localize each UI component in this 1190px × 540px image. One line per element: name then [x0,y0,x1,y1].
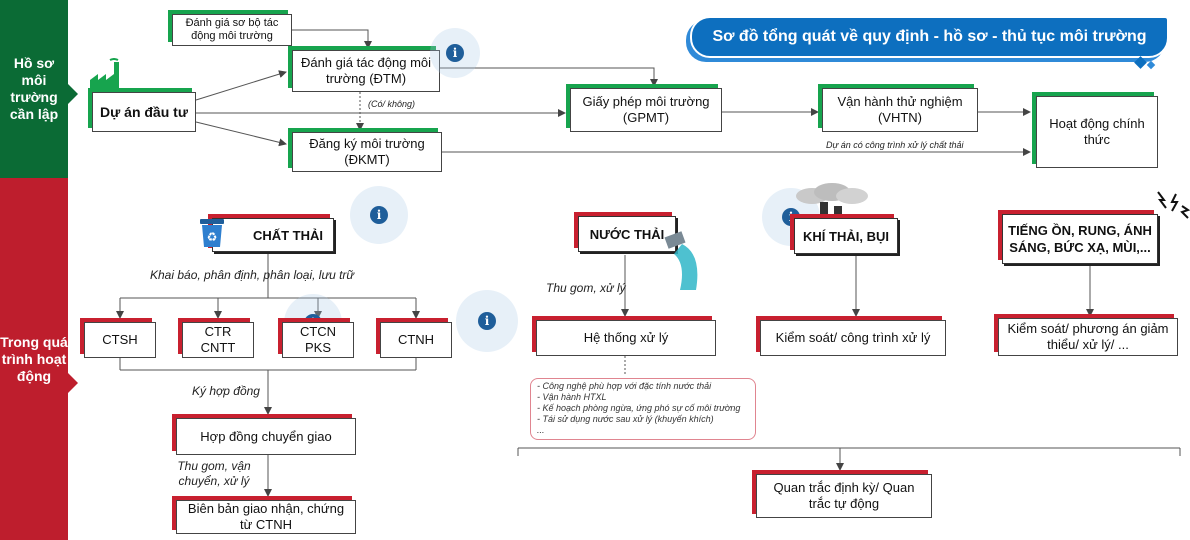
node-he-thong-xu-ly: Hệ thống xử lý [536,320,716,356]
node-hoat-dong: Hoạt động chính thức [1036,96,1158,168]
sound-noise-icon [1157,191,1190,219]
side-arrow-green [68,84,78,104]
node-ctnh-text: CTNH [397,332,435,347]
node-dkmt: Đăng ký môi trường (ĐKMT) [292,132,442,172]
node-gpmt-text: Giấy phép môi trường (GPMT) [582,94,710,125]
header-tieng-on: TIẾNG ỒN, RUNG, ÁNH SÁNG, BỨC XẠ, MÙI,..… [1002,214,1158,264]
node-quan-trac: Quan trắc định kỳ/ Quan trắc tự động [756,474,932,518]
note-item: ... [537,425,545,435]
note-item: - Tái sử dụng nước sau xử lý (khuyến khí… [537,414,714,424]
node-he-thong-xu-ly-text: Hệ thống xử lý [583,330,669,345]
node-kiem-soat-phuong-an-text: Kiểm soát/ phương án giảm thiểu/ xử lý/ … [1007,321,1169,352]
node-danh-gia-so-bo-text: Đánh giá sơ bộ tác động môi trường [185,17,279,42]
node-ctr-cntt: CTR CNTT [182,322,254,358]
side-label-operation-text: Trong quá trình hoạt động [0,333,68,384]
svg-text:♻: ♻ [207,230,218,244]
notes-nuoc-thai: - Công nghệ phù hợp với đặc tính nước th… [530,378,756,440]
chimney-smoke-icon [796,183,868,222]
node-bien-ban: Biên bản giao nhận, chứng từ CTNH [176,500,356,534]
info-icon[interactable]: i [350,186,408,244]
node-hoat-dong-text: Hoạt động chính thức [1049,116,1145,147]
node-ctcn-pks-text: CTCN PKS [299,324,337,355]
node-dtm-text: Đánh giá tác động môi trường (ĐTM) [300,55,432,86]
header-tieng-on-text: TIẾNG ỒN, RUNG, ÁNH SÁNG, BỨC XẠ, MÙI,..… [1008,223,1152,255]
node-ctr-cntt-text: CTR CNTT [200,324,236,355]
header-khi-thai-text: KHÍ THẢI, BỤI [803,228,889,244]
side-label-documents: Hồ sơ môi trường cần lập [0,0,68,178]
info-icon[interactable]: i [430,28,480,78]
label-khai-bao: Khai báo, phân định, phân loại, lưu trữ [150,268,355,282]
node-vhtn-text: Vận hành thử nghiệm (VHTN) [837,94,963,125]
node-ctsh-text: CTSH [102,332,138,347]
node-dkmt-text: Đăng ký môi trường (ĐKMT) [309,136,425,167]
label-ky-hop-dong: Ký hợp đồng [192,384,260,398]
factory-icon [90,58,119,96]
note-item: - Kế hoạch phòng ngừa, ứng phó sự cố môi… [537,403,741,413]
note-item: - Vận hành HTXL [537,392,607,402]
node-gpmt: Giấy phép môi trường (GPMT) [570,88,722,132]
header-nuoc-thai-text: NƯỚC THẢI [589,226,665,242]
side-label-documents-text: Hồ sơ môi trường cần lập [9,55,59,122]
label-du-an-co-cong-trinh: Dự án có công trình xử lý chất thải [826,140,964,150]
node-bien-ban-text: Biên bản giao nhận, chứng từ CTNH [187,501,345,532]
water-pipe-icon [664,231,698,290]
header-chat-thai: CHẤT THẢI [212,218,334,252]
node-du-an-dau-tu: Dự án đầu tư [92,92,196,132]
node-hop-dong: Hợp đồng chuyển giao [176,418,356,455]
info-icon-glyph: i [370,206,388,224]
node-kiem-soat-cong-trinh: Kiểm soát/ công trình xử lý [760,320,946,356]
note-item: - Công nghệ phù hợp với đặc tính nước th… [537,381,712,391]
diagram-title-text: Sơ đồ tổng quát về quy định - hồ sơ - th… [712,28,1147,45]
node-kiem-soat-phuong-an: Kiểm soát/ phương án giảm thiểu/ xử lý/ … [998,318,1178,356]
label-thu-gom-xu-ly: Thu gom, xử lý [546,281,626,295]
node-hop-dong-text: Hợp đồng chuyển giao [200,428,332,444]
label-co-khong: (Có/ không) [368,99,416,109]
header-nuoc-thai: NƯỚC THẢI [578,216,676,252]
diagram-title: Sơ đồ tổng quát về quy định - hồ sơ - th… [690,16,1169,58]
title-diamonds-icon [1134,56,1156,70]
node-kiem-soat-cong-trinh-text: Kiểm soát/ công trình xử lý [775,330,931,345]
node-dtm: Đánh giá tác động môi trường (ĐTM) [292,50,440,92]
node-danh-gia-so-bo: Đánh giá sơ bộ tác động môi trường [172,14,292,46]
info-icon[interactable]: i [456,290,518,352]
side-label-operation: Trong quá trình hoạt động [0,178,68,540]
label-thu-gom-van-chuyen: Thu gom, vận chuyển, xử lý [177,459,251,488]
header-chat-thai-text: CHẤT THẢI [252,227,324,243]
info-icon-glyph: i [478,312,496,330]
side-arrow-red [68,373,78,393]
info-icon-glyph: i [446,44,464,62]
node-du-an-dau-tu-text: Dự án đầu tư [100,104,188,120]
node-ctsh: CTSH [84,322,156,358]
header-khi-thai: KHÍ THẢI, BỤI [794,218,898,254]
recycle-bin-icon: ♻ [200,219,224,247]
node-ctnh: CTNH [380,322,452,358]
node-ctcn-pks: CTCN PKS [282,322,354,358]
node-vhtn: Vận hành thử nghiệm (VHTN) [822,88,978,132]
node-quan-trac-text: Quan trắc định kỳ/ Quan trắc tự động [773,480,915,511]
